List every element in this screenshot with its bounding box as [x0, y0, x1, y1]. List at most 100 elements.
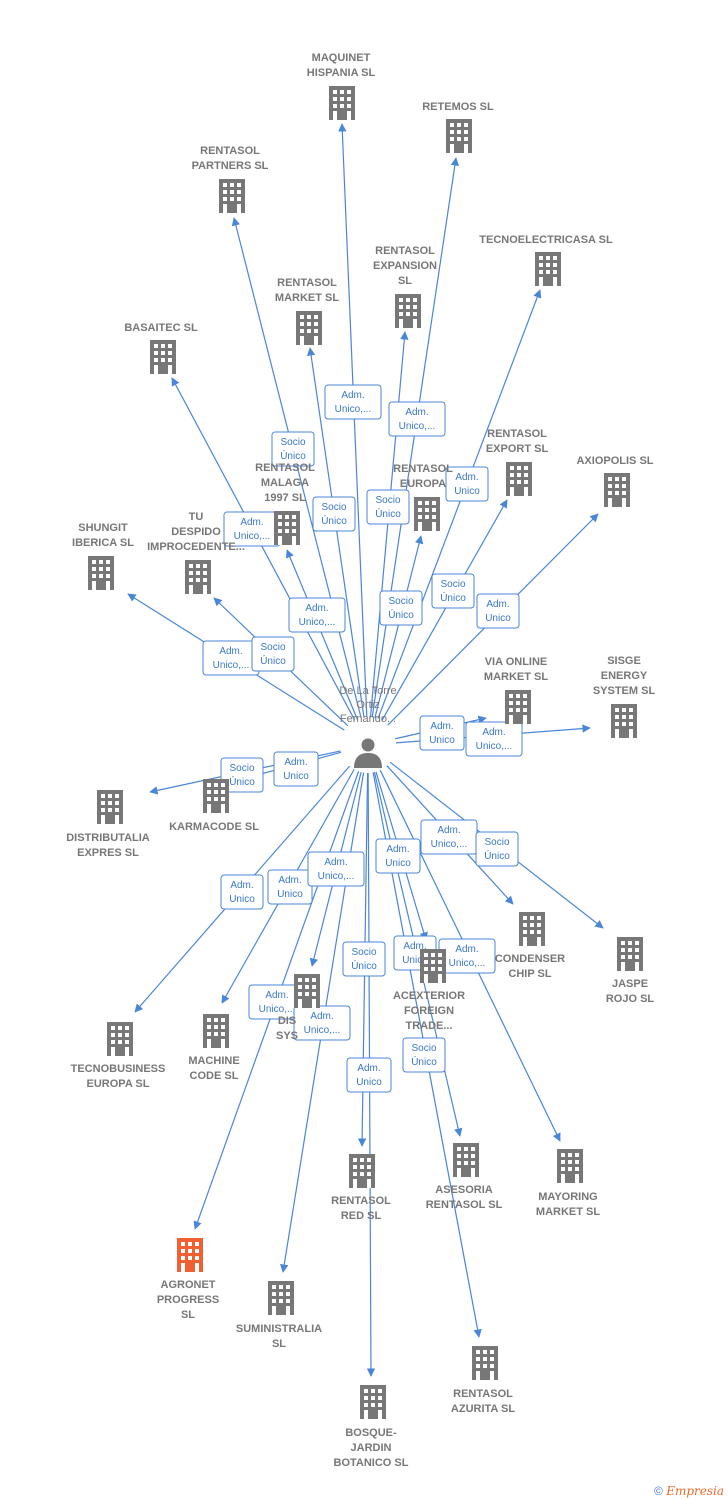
building-icon[interactable] [535, 252, 561, 286]
company-label-line[interactable]: BASAITEC SL [124, 322, 198, 334]
edge-label-badge[interactable]: Adm.Unico,... [307, 851, 365, 887]
person-name-line[interactable]: Fernando... [340, 713, 396, 725]
edge-label-badge[interactable]: Adm.Unico,... [324, 384, 382, 420]
edge-label-badge[interactable]: Adm.Unico,... [438, 938, 496, 974]
building-icon[interactable] [506, 462, 532, 496]
building-icon[interactable] [472, 1346, 498, 1380]
company-node-condenser[interactable]: CONDENSER CHIP SL [495, 912, 565, 980]
company-label-line[interactable]: MARKET SL [275, 292, 339, 304]
company-node-sisge[interactable]: SISGE ENERGY SYSTEM SL [593, 655, 656, 738]
building-icon[interactable] [505, 690, 531, 724]
company-label-line[interactable]: TU [189, 511, 204, 523]
company-label-line[interactable]: CHIP SL [508, 968, 551, 980]
company-node-rentasol-red[interactable]: RENTASOL RED SL [331, 1154, 391, 1222]
company-label-line[interactable]: RENTASOL [453, 1388, 513, 1400]
company-label-line[interactable]: JASPE [612, 978, 648, 990]
company-label-line[interactable]: RENTASOL [277, 277, 337, 289]
company-label-line[interactable]: EUROPA [400, 478, 446, 490]
company-node-retemos[interactable]: RETEMOS SL [422, 101, 494, 153]
company-label-line[interactable]: KARMACODE SL [169, 821, 259, 833]
company-label-line[interactable]: MARKET SL [484, 671, 548, 683]
building-icon[interactable] [414, 497, 440, 531]
company-label-line[interactable]: AXIOPOLIS SL [576, 455, 653, 467]
building-icon[interactable] [150, 340, 176, 374]
company-label-line[interactable]: RENTASOL [393, 463, 453, 475]
company-label-line[interactable]: MALAGA [261, 477, 309, 489]
company-label-line[interactable]: ASESORIA [435, 1184, 493, 1196]
building-icon[interactable] [177, 1238, 203, 1272]
edge-label-badge[interactable]: Adm.Unico [273, 751, 319, 787]
building-icon[interactable] [296, 311, 322, 345]
company-label-line[interactable]: DESPIDO [171, 526, 221, 538]
edge-label-badge[interactable]: Adm.Unico,... [288, 597, 346, 633]
company-label-line[interactable]: ENERGY [601, 670, 648, 682]
building-icon[interactable] [203, 779, 229, 813]
person-node[interactable]: De La TorreOrtizFernando... [339, 685, 397, 768]
company-label-line[interactable]: TECNOBUSINESS [71, 1063, 166, 1075]
company-label-line[interactable]: JARDIN [351, 1442, 392, 1454]
building-icon[interactable] [329, 86, 355, 120]
company-label-line[interactable]: HISPANIA SL [307, 67, 376, 79]
company-node-tu-despido[interactable]: TU DESPIDO IMPROCEDENTE... [147, 511, 245, 594]
company-label-line[interactable]: TRADE... [405, 1020, 452, 1032]
building-icon[interactable] [519, 912, 545, 946]
building-icon[interactable] [107, 1022, 133, 1056]
company-label-line[interactable]: EUROPA SL [87, 1078, 150, 1090]
building-icon[interactable] [88, 556, 114, 590]
edge-label-badge[interactable]: Adm.Unico,... [388, 401, 446, 437]
building-icon[interactable] [617, 937, 643, 971]
person-name-line[interactable]: Ortiz [356, 699, 379, 711]
building-icon[interactable] [185, 560, 211, 594]
company-label-line[interactable]: BOSQUE- [345, 1427, 397, 1439]
edge-label-badge[interactable]: Adm.Unico [375, 838, 421, 874]
building-icon[interactable] [453, 1143, 479, 1177]
company-label-line[interactable]: CONDENSER [495, 953, 565, 965]
brand-logo[interactable]: Empresia [666, 1484, 724, 1498]
company-label-line[interactable]: RENTASOL [331, 1195, 391, 1207]
company-label-line[interactable]: FOREIGN [404, 1005, 454, 1017]
edge-label-badge[interactable]: Adm.Unico [346, 1057, 392, 1093]
company-label-line[interactable]: MAYORING [538, 1191, 598, 1203]
company-label-line[interactable]: DISTRIBUTALIA [66, 832, 150, 844]
company-label-line[interactable]: MACHINE [188, 1055, 239, 1067]
company-label-line[interactable]: IMPROCEDENTE... [147, 541, 245, 553]
company-node-tecnobusiness[interactable]: TECNOBUSINESS EUROPA SL [71, 1022, 166, 1090]
company-label-line[interactable]: SYSTEM SL [593, 685, 656, 697]
company-label-line[interactable]: RETEMOS SL [422, 101, 494, 113]
company-label-line[interactable]: SISGE [607, 655, 641, 667]
company-label-line[interactable]: RENTASOL [375, 245, 435, 257]
company-node-acexterior[interactable]: ACEXTERIOR FOREIGN TRADE... [393, 949, 465, 1032]
company-label-line[interactable]: ACEXTERIOR [393, 990, 465, 1002]
company-label-line[interactable]: SYS [276, 1030, 298, 1042]
company-label-line[interactable]: SUMINISTRALIA [236, 1323, 322, 1335]
company-label-line[interactable]: MAQUINET [312, 52, 371, 64]
company-label-line[interactable]: AGRONET [161, 1279, 216, 1291]
building-icon[interactable] [203, 1014, 229, 1048]
company-label-line[interactable]: IBERICA SL [72, 537, 134, 549]
building-icon[interactable] [294, 974, 320, 1008]
company-node-suministralia[interactable]: SUMINISTRALIA SL [236, 1281, 322, 1350]
company-label-line[interactable]: SL [272, 1338, 286, 1350]
building-icon[interactable] [274, 511, 300, 545]
building-icon[interactable] [446, 119, 472, 153]
edge-label-badge[interactable]: Adm.Unico [445, 466, 489, 502]
building-icon[interactable] [219, 179, 245, 213]
company-label-line[interactable]: EXPORT SL [486, 443, 549, 455]
company-label-line[interactable]: SL [398, 275, 412, 287]
company-label-line[interactable]: RED SL [341, 1210, 382, 1222]
